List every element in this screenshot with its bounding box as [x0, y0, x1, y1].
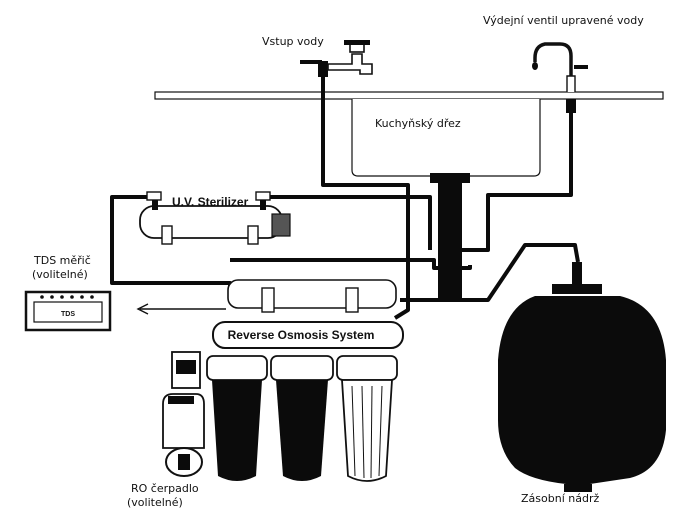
storage-tank	[498, 262, 666, 492]
uv-sterilizer	[139, 191, 291, 245]
tds-meter-label-line2: (volitelné)	[32, 268, 88, 281]
tds-tube	[230, 258, 472, 270]
filter-housing-1	[206, 355, 268, 481]
tank-tube	[400, 243, 580, 302]
faucet-label: Výdejní ventil upravené vody	[483, 14, 644, 27]
tds-meter: TDS	[24, 290, 112, 332]
ro-pump-label-line2: (volitelné)	[127, 496, 183, 509]
filter-housing-3	[336, 355, 398, 482]
filter-housing-2	[270, 355, 334, 481]
faucet-tube	[448, 113, 573, 252]
tds-display-text: TDS	[61, 311, 75, 318]
kitchen-sink	[351, 99, 541, 177]
storage-tank-label: Zásobní nádrž	[521, 492, 600, 505]
inlet-valve-icon	[300, 40, 373, 77]
ro-pump	[162, 351, 205, 477]
dispensing-faucet-icon	[532, 42, 588, 113]
ro-system-bracket: Reverse Osmosis System	[212, 321, 404, 349]
tds-arrow	[136, 303, 226, 315]
countertop	[154, 91, 664, 100]
uv-return-tube	[268, 195, 432, 250]
water-inlet-label: Vstup vody	[262, 35, 324, 48]
uv-sterilizer-label: U.V. Sterilizer	[172, 195, 249, 209]
ro-pump-label-line1: RO čerpadlo	[131, 482, 199, 495]
ro-membrane	[227, 279, 397, 313]
drain-pipe	[430, 173, 470, 301]
ro-system-label: Reverse Osmosis System	[228, 328, 375, 342]
sink-label: Kuchyňský dřez	[375, 117, 461, 130]
tds-meter-label-line1: TDS měřič	[34, 254, 91, 267]
inlet-tube	[321, 77, 410, 320]
